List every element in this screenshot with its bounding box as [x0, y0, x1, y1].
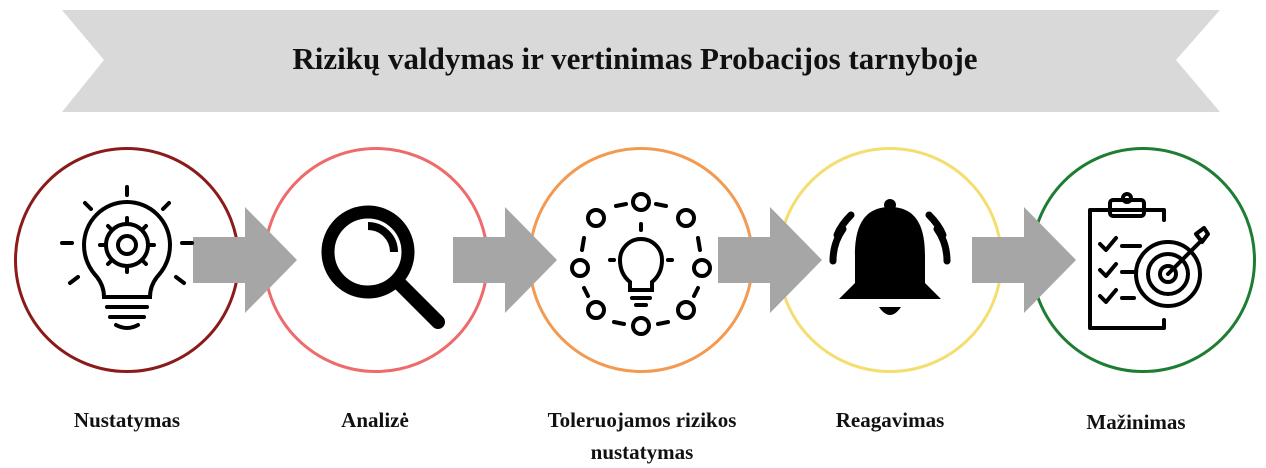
magnifying-glass-icon — [321, 205, 445, 329]
title-banner — [62, 10, 1220, 112]
step-label-4: Reagavimas — [835, 408, 945, 432]
step-label-3: Toleruojamos rizikos nustatymas — [547, 408, 737, 464]
flow-arrow-1 — [193, 207, 297, 313]
step-label-1: Nustatymas — [73, 408, 181, 432]
flow-arrow-4 — [972, 207, 1076, 313]
flow-arrow-2 — [453, 207, 557, 313]
idea-network-icon — [570, 192, 712, 336]
lightbulb-gear-icon — [60, 185, 194, 330]
step-label-2: Analizė — [341, 408, 409, 432]
checklist-target-icon — [1088, 192, 1210, 330]
alarm-bell-icon — [829, 199, 951, 315]
step-label-5: Mažinimas — [1086, 410, 1186, 434]
page-title: Rizikų valdymas ir vertinimas Probacijos… — [292, 41, 978, 76]
flow-arrow-3 — [718, 207, 822, 313]
banner-shape — [62, 10, 1220, 112]
